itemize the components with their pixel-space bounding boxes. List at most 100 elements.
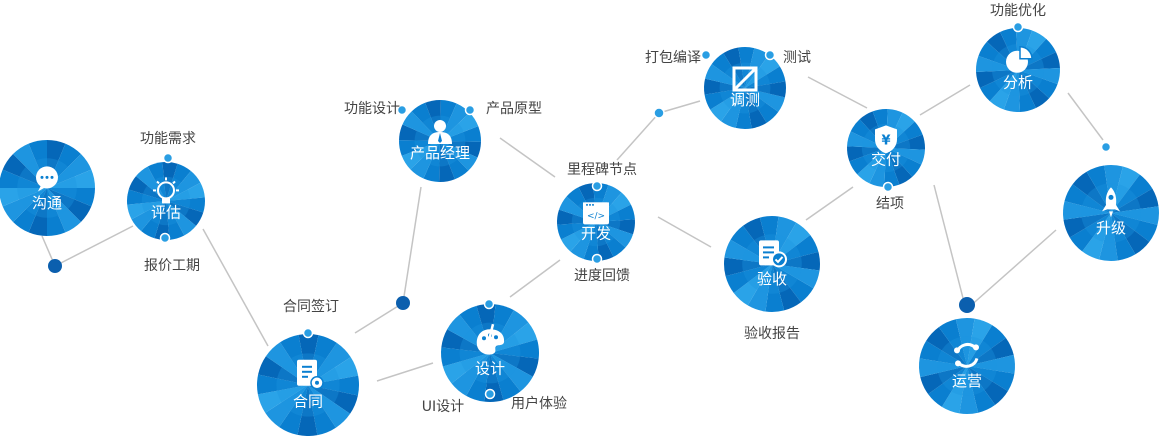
node-facet xyxy=(1069,213,1111,252)
label-jiexiang: 结项 xyxy=(876,196,904,212)
node-facet xyxy=(1018,70,1036,112)
node-yunying[interactable]: 运营 xyxy=(918,317,1016,415)
node-goutong[interactable]: 沟通 xyxy=(0,140,95,236)
node-shengji[interactable]: 升级 xyxy=(1063,165,1159,261)
node-facet xyxy=(920,366,967,395)
node-facet xyxy=(2,188,47,222)
connector-line xyxy=(657,216,712,248)
node-facet xyxy=(967,318,993,366)
node-facet xyxy=(490,353,521,401)
node-jiaofu[interactable]: ¥交付 xyxy=(847,109,925,187)
node-fenxi[interactable]: 分析 xyxy=(976,28,1060,112)
node-label: 分析 xyxy=(1003,74,1033,92)
node-facet xyxy=(440,141,481,158)
node-label: 运营 xyxy=(952,372,982,390)
node-facet xyxy=(256,374,308,395)
node-facet xyxy=(704,88,745,110)
node-facet xyxy=(747,264,772,312)
node-facet xyxy=(440,141,478,171)
node-facet xyxy=(967,337,1014,366)
node-facet xyxy=(166,170,201,201)
node-pinggu[interactable]: 评估 xyxy=(127,162,205,240)
node-facet xyxy=(928,366,967,407)
node-facet xyxy=(745,88,767,129)
connector-lines xyxy=(41,76,1104,382)
node-tiaoce[interactable]: 调测 xyxy=(704,47,786,129)
label-ceshi: 测试 xyxy=(783,50,811,66)
node-facet xyxy=(967,366,996,413)
node-facet xyxy=(127,189,166,205)
node-label: 产品经理 xyxy=(410,144,470,162)
palette-icon xyxy=(476,323,505,355)
node-facet xyxy=(765,264,785,312)
node-facet xyxy=(279,385,308,435)
junction-dot xyxy=(48,259,62,273)
node-facet xyxy=(141,201,166,239)
pie-chart-icon xyxy=(1006,46,1033,73)
connector-line xyxy=(354,302,404,334)
node-facet xyxy=(1111,213,1136,261)
node-facet xyxy=(869,148,886,187)
connector-line xyxy=(658,100,701,114)
node-facet xyxy=(0,169,47,188)
node-facet xyxy=(1099,213,1118,261)
label-gongneng-youhua: 功能优化 xyxy=(990,3,1046,19)
node-facet xyxy=(47,188,66,236)
node-facet xyxy=(154,201,170,240)
node-facet xyxy=(490,353,539,377)
ring-dot xyxy=(591,180,603,192)
node-facet xyxy=(1111,174,1153,213)
text-labels: 功能需求 报价工期 合同签订 功能设计 产品原型 UI设计 用户体验 里程碑节点… xyxy=(140,3,1046,415)
ring-dot xyxy=(162,152,174,164)
connector-line xyxy=(376,362,434,382)
lightbulb-icon xyxy=(153,177,179,204)
node-facet xyxy=(166,201,204,226)
node-facet xyxy=(561,222,596,252)
node-facet xyxy=(772,264,820,289)
node-label: 开发 xyxy=(581,224,611,242)
node-facet xyxy=(166,163,191,201)
node-facet xyxy=(1018,70,1050,108)
node-facet xyxy=(967,354,1016,374)
node-facet xyxy=(440,103,470,141)
connector-line xyxy=(616,112,660,161)
yuan-shield-icon: ¥ xyxy=(875,125,897,154)
node-facet xyxy=(47,188,81,233)
small-junction-dot xyxy=(653,107,665,119)
checklist-icon xyxy=(759,240,787,268)
node-facet xyxy=(47,188,95,207)
connector-line xyxy=(202,228,269,347)
test-square-icon xyxy=(732,66,758,92)
connector-line xyxy=(967,229,1057,309)
node-facet xyxy=(1111,188,1159,213)
node-facet xyxy=(967,366,1015,392)
node-sheji[interactable]: 设计 xyxy=(440,303,540,403)
node-facet xyxy=(1104,165,1123,213)
cycle-arrows-icon xyxy=(954,343,979,368)
label-dabao-bianyi: 打包编译 xyxy=(645,49,701,66)
connector-line xyxy=(402,186,422,304)
node-facet xyxy=(772,251,820,271)
node-kaifa[interactable]: </>开发 xyxy=(557,183,635,261)
node-facet xyxy=(725,264,772,294)
node-facet xyxy=(772,264,802,311)
node-facet xyxy=(1082,213,1111,260)
node-facet xyxy=(440,347,490,367)
node-facet xyxy=(583,222,599,261)
ring-dot xyxy=(396,104,408,116)
node-chanpin[interactable]: 产品经理 xyxy=(399,100,481,182)
label-hetong-qianding: 合同签订 xyxy=(283,298,339,315)
node-facet xyxy=(402,111,440,141)
ring-dot xyxy=(483,298,495,310)
ring-dot xyxy=(591,253,603,265)
node-yanshou[interactable]: 验收 xyxy=(724,216,820,312)
node-facet xyxy=(490,339,540,359)
node-label: 升级 xyxy=(1096,219,1126,237)
label-yanshou-baogao: 验收报告 xyxy=(744,326,800,342)
node-facet xyxy=(596,222,614,261)
node-label: 设计 xyxy=(475,360,505,378)
junction-dots xyxy=(48,259,975,313)
node-hetong[interactable]: 合同 xyxy=(256,333,360,436)
label-ui-sheji: UI设计 xyxy=(422,399,464,415)
node-facet xyxy=(886,134,925,150)
